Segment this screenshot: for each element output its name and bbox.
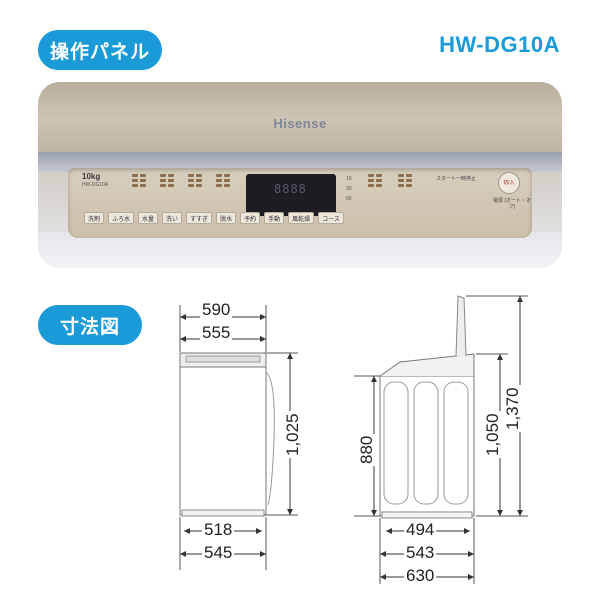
manual-button[interactable]: 手動 — [264, 212, 285, 224]
indicator-leds-4 — [216, 174, 230, 187]
display-digits: 8888 — [274, 182, 307, 196]
lid — [38, 82, 562, 154]
model-sublabel: HW-DG10A — [82, 182, 109, 188]
indicator-leds-1 — [132, 174, 146, 187]
brand-logo: Hisense — [273, 116, 327, 131]
power-button[interactable]: 切/入 — [498, 172, 520, 194]
front-base-outer: 545 — [202, 543, 235, 563]
side-height-880: 880 — [357, 433, 377, 466]
timer-button[interactable]: 予約 — [240, 212, 261, 224]
cabinet-top — [38, 232, 562, 268]
digital-display: 8888 — [246, 174, 336, 216]
indicator-leds-5 — [368, 174, 382, 187]
rinse-button[interactable]: すすぎ — [186, 212, 213, 224]
readout-30: 30 — [346, 186, 352, 192]
readout-60: 60 — [346, 196, 352, 202]
section-label-control-panel: 操作パネル — [38, 30, 162, 70]
air-dry-button[interactable]: 風乾燥 — [288, 212, 315, 224]
lid-edge — [38, 152, 562, 172]
start-pause-label: スタート一時停止 — [436, 176, 477, 182]
control-console: 10kg HW-DG10A 8888 10 30 60 スタート一時停止 切/入… — [68, 168, 532, 238]
indicator-leds-2 — [160, 174, 174, 187]
section-label-dimensions: 寸法図 — [38, 305, 142, 345]
side-view-machine — [379, 295, 475, 519]
indicator-leds-6 — [398, 174, 412, 187]
side-base-494: 494 — [404, 520, 437, 540]
water-level-button[interactable]: 水量 — [138, 212, 159, 224]
front-inner-width: 555 — [200, 323, 233, 343]
side-height-1050: 1,050 — [483, 411, 503, 458]
bath-water-button[interactable]: ふろ水 — [108, 212, 135, 224]
control-panel-photo: Hisense 10kg HW-DG10A 8888 10 30 60 スタート… — [38, 82, 562, 268]
model-number: HW-DG10A — [439, 32, 560, 57]
readout-10: 10 — [346, 176, 352, 182]
panel-button-row: 洗剤 ふろ水 水量 洗い すすぎ 脱水 予約 手動 風乾燥 コース — [84, 212, 344, 224]
front-body-height: 1,025 — [283, 411, 303, 458]
detergent-button[interactable]: 洗剤 — [84, 212, 105, 224]
spin-button[interactable]: 脱水 — [216, 212, 237, 224]
course-button[interactable]: コース — [318, 212, 344, 224]
capacity-label: 10kg — [82, 172, 101, 181]
front-view-machine — [179, 352, 275, 517]
front-outer-width: 590 — [200, 300, 233, 320]
wash-button[interactable]: 洗い — [162, 212, 183, 224]
side-height-1370: 1,370 — [503, 385, 523, 432]
side-base-543: 543 — [404, 543, 437, 563]
indicator-leds-3 — [188, 174, 202, 187]
front-base-inner: 518 — [202, 520, 235, 540]
power-label: 電源 (オート・オフ) — [492, 198, 532, 210]
side-base-630: 630 — [404, 566, 437, 586]
